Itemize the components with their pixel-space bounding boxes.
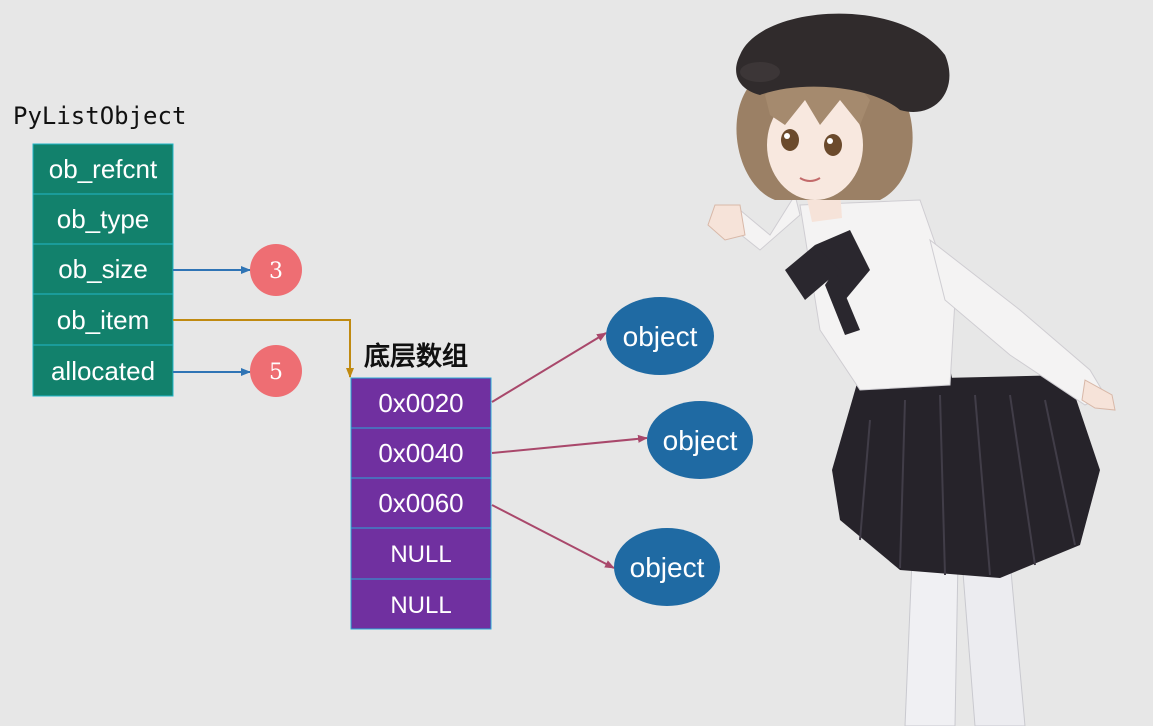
field-label: allocated [51,356,155,386]
field-label: ob_refcnt [49,154,158,184]
array-cell: NULL [350,578,492,630]
pointer-arrow [491,332,607,403]
field-allocated: allocated [32,344,174,397]
array-cell: 0x0060 [350,477,492,529]
field-ob-size: ob_size [32,243,174,295]
cell-label: 0x0040 [378,438,463,468]
ob-size-value: 3 [250,244,302,296]
object-node: object [606,297,714,375]
array-cell: NULL [350,527,492,580]
field-ob-refcnt: ob_refcnt [32,143,174,195]
object-node: object [647,401,753,479]
array-cell: 0x0040 [350,427,492,479]
pointer-arrow [491,434,648,454]
field-label: ob_type [57,204,150,234]
allocated-value: 5 [250,345,302,397]
cell-label: NULL [390,592,451,619]
field-ob-type: ob_type [32,193,174,245]
cell-label: NULL [390,541,451,568]
value-label: 3 [269,259,283,284]
object-node: object [614,528,720,606]
value-label: 5 [269,360,283,385]
pointer-arrow [491,504,615,569]
ob-item-arrow [173,319,354,378]
array-title: 底层数组 [364,341,468,371]
object-label: object [623,321,698,352]
array-cell: 0x0020 [350,377,492,429]
pylist-title: PyListObject [13,102,186,130]
field-label: ob_item [57,305,150,335]
anime-girl-illustration [707,13,1116,726]
array-cells: 0x0020 0x0040 0x0060 NULL NULL [350,377,492,630]
cell-label: 0x0060 [378,488,463,518]
object-label: object [663,425,738,456]
field-ob-item: ob_item [32,293,174,346]
pylist-fields: ob_refcnt ob_type ob_size ob_item alloca… [32,143,174,397]
object-label: object [630,552,705,583]
field-label: ob_size [58,254,148,284]
cell-label: 0x0020 [378,388,463,418]
